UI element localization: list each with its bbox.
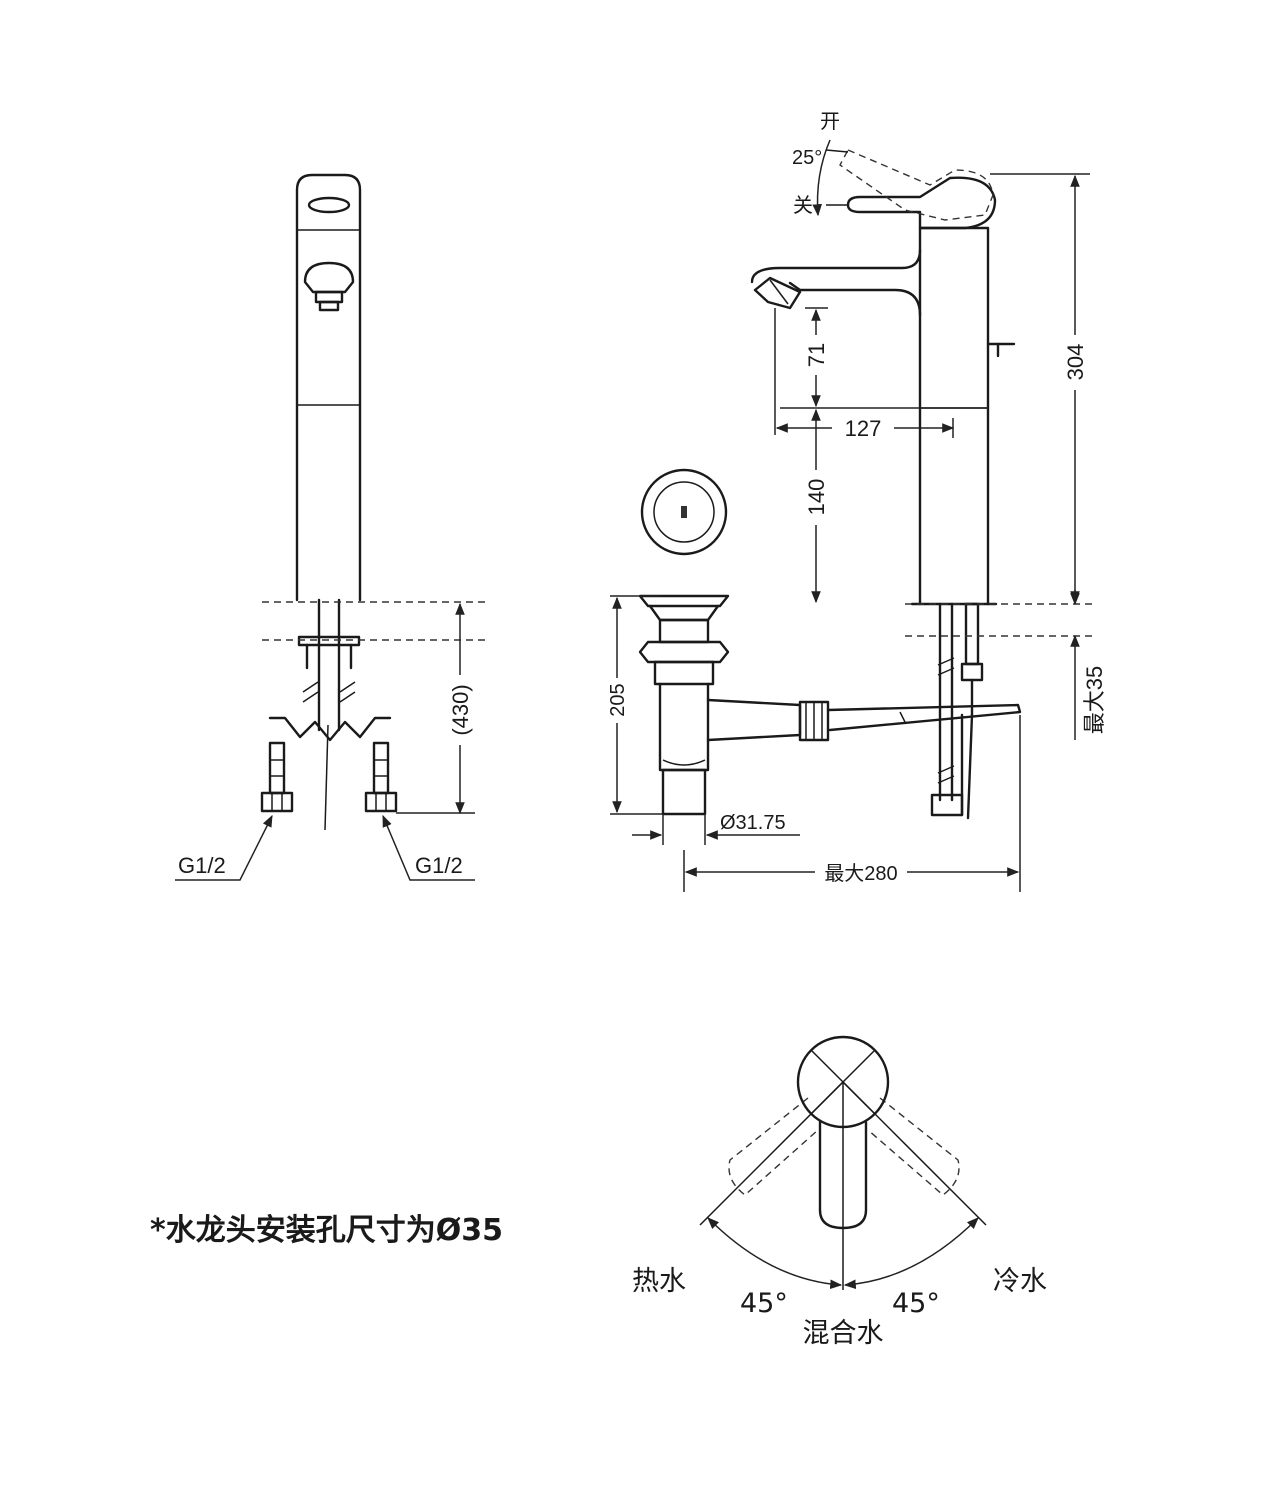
side-view: 开 25° 关 304 最大35 71	[750, 111, 1107, 820]
handle-rotation-diagram: 热水 冷水 45° 45° 混合水	[632, 1035, 1047, 1349]
angle-left-label: 45°	[740, 1288, 788, 1319]
dim-304-label: 304	[1063, 344, 1088, 381]
mixed-water-label: 混合水	[803, 1318, 884, 1349]
hot-water-label: 热水	[632, 1266, 686, 1297]
dim-140-label: 140	[804, 479, 829, 516]
front-handle-top	[307, 196, 351, 214]
front-break-line	[268, 716, 392, 742]
dim-205-label: 205	[607, 683, 629, 716]
install-hole-note: *水龙头安装孔尺寸为Ø35	[150, 1213, 503, 1248]
dim-430-label: (430)	[448, 684, 473, 735]
side-hose-nut	[930, 793, 964, 817]
open-angle-label: 25°	[792, 147, 822, 169]
side-aerator	[753, 276, 802, 310]
drain-cap-top-view	[640, 468, 728, 556]
thread-right-label: G1/2	[415, 853, 463, 878]
cold-water-label: 冷水	[993, 1266, 1047, 1297]
front-mounting-washer	[297, 635, 361, 647]
dim-max280-label: 最大280	[824, 862, 897, 885]
drain-assembly: 205 Ø31.75 最大280	[606, 468, 1022, 892]
front-faucet-body	[295, 173, 362, 602]
front-view: (430) G1/2 G1/2	[175, 173, 485, 881]
dim-max35-label: 最大35	[1082, 666, 1107, 734]
dim-3175-label: Ø31.75	[720, 812, 786, 834]
left-supply-hose	[260, 741, 294, 813]
lever-hot-position	[728, 1097, 819, 1196]
lever-handle-open	[839, 149, 994, 221]
dim-71-label: 71	[804, 343, 829, 367]
front-aerator	[303, 261, 355, 312]
angle-right-label: 45°	[892, 1288, 940, 1319]
open-label: 开	[820, 111, 840, 133]
right-supply-hose	[364, 741, 398, 813]
close-label: 关	[793, 194, 813, 217]
lever-cold-position	[867, 1097, 960, 1196]
side-spout	[750, 248, 922, 284]
side-faucet-body	[918, 226, 990, 606]
dim-127-label: 127	[845, 416, 882, 441]
thread-left-label: G1/2	[178, 853, 226, 878]
lever-handle-closed	[846, 176, 997, 230]
